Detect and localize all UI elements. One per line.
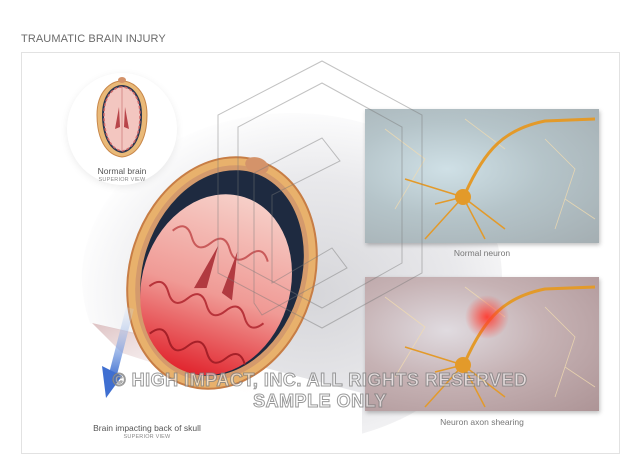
illustration-frame: Normal brain SUPERIOR VIEW bbox=[21, 52, 620, 454]
inset-view: SUPERIOR VIEW bbox=[98, 177, 146, 183]
page-title: TRAUMATIC BRAIN INJURY bbox=[21, 33, 166, 45]
shearing-neuron-panel bbox=[365, 277, 599, 411]
main-view: SUPERIOR VIEW bbox=[123, 434, 171, 440]
impact-arrow-shaft bbox=[108, 307, 134, 379]
main-label: Brain impacting back of skull bbox=[93, 423, 201, 433]
inset-label: Normal brain bbox=[97, 166, 147, 176]
normal-brain-illustration bbox=[96, 77, 148, 158]
main-caption: Brain impacting back of skull SUPERIOR V… bbox=[82, 423, 212, 440]
inset-caption: Normal brain SUPERIOR VIEW bbox=[67, 166, 177, 183]
injured-brain-illustration bbox=[102, 156, 318, 398]
watermark-sample: SAMPLE ONLY bbox=[253, 391, 387, 412]
shearing-neuron-illustration bbox=[384, 285, 596, 408]
impact-arrow-icon bbox=[102, 366, 122, 398]
watermark-logo bbox=[217, 60, 423, 329]
normal-neuron-panel bbox=[365, 109, 599, 243]
normal-neuron-illustration bbox=[384, 117, 596, 240]
normal-brain-inset bbox=[67, 73, 177, 185]
injury-glow bbox=[465, 295, 509, 339]
panel-caption-normal: Normal neuron bbox=[453, 248, 511, 258]
watermark-copyright: © HIGH IMPACT, INC. ALL RIGHTS RESERVED bbox=[112, 370, 528, 391]
panel-caption-shearing: Neuron axon shearing bbox=[440, 417, 524, 427]
